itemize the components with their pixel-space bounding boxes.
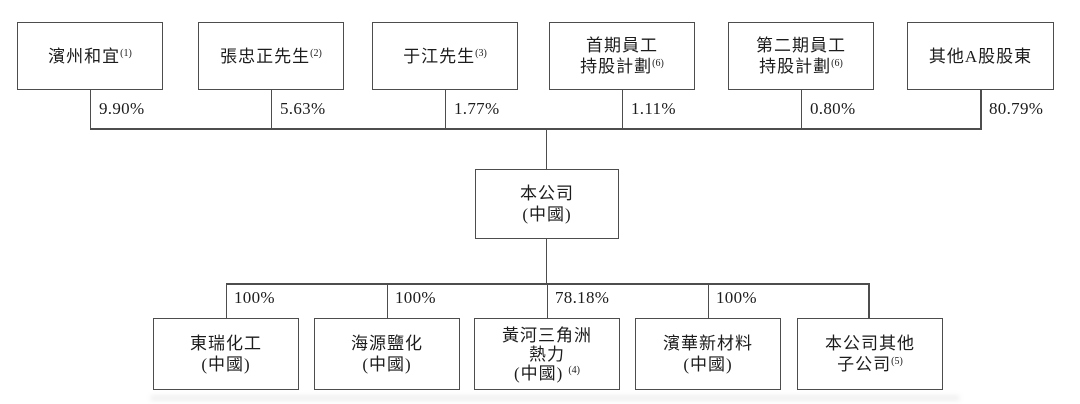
connector-line bbox=[868, 283, 870, 318]
connector-line bbox=[980, 90, 982, 128]
node-subsidiary-yellow-river-delta-thermal: 黃河三角洲 熱力 (中國)(4) bbox=[474, 318, 620, 390]
node-label: 持股計劃(6) bbox=[759, 57, 843, 76]
ownership-label: 80.79% bbox=[989, 99, 1044, 118]
node-location: (中國) bbox=[201, 355, 251, 374]
node-label: 張忠正先生(2) bbox=[220, 46, 322, 66]
node-label: 子公司(5) bbox=[837, 355, 903, 374]
node-label: 其他A股股東 bbox=[928, 46, 1033, 66]
node-label: 濱州和宜(1) bbox=[48, 46, 132, 66]
node-label: 濱華新材料 bbox=[663, 334, 753, 353]
ownership-label: 100% bbox=[716, 288, 757, 307]
connector-line bbox=[386, 283, 388, 318]
node-subsidiary-haiyuan-salt: 海源鹽化 (中國) bbox=[314, 318, 460, 390]
ownership-label: 1.77% bbox=[454, 99, 500, 118]
node-shareholder-other-a-share: 其他A股股東 bbox=[907, 22, 1054, 90]
footnote-ref: (5) bbox=[891, 356, 903, 367]
connector-line bbox=[707, 283, 709, 318]
node-label: 海源鹽化 bbox=[351, 334, 423, 353]
node-label: 黃河三角洲 bbox=[502, 325, 592, 345]
connector-line bbox=[546, 283, 548, 318]
node-location: (中國)(4) bbox=[514, 363, 580, 383]
scan-artifact bbox=[150, 395, 960, 401]
node-subsidiary-binhua-new-materials: 濱華新材料 (中國) bbox=[635, 318, 781, 390]
node-label: 東瑞化工 bbox=[190, 334, 262, 353]
node-shareholder-binzhou-heyi: 濱州和宜(1) bbox=[17, 22, 163, 90]
connector-line bbox=[621, 90, 623, 128]
footnote-ref: (6) bbox=[652, 58, 664, 69]
company-location: (中國) bbox=[522, 205, 572, 224]
node-location: (中國) bbox=[683, 355, 733, 374]
footnote-ref: (1) bbox=[120, 47, 132, 59]
node-shareholder-yu-jiang: 于江先生(3) bbox=[372, 22, 518, 90]
connector-line bbox=[89, 90, 91, 128]
node-label: 本公司其他 bbox=[825, 334, 915, 353]
node-subsidiary-dongrui-chemical: 東瑞化工 (中國) bbox=[153, 318, 299, 390]
connector-line bbox=[800, 90, 802, 128]
node-label: 熱力 bbox=[529, 344, 565, 364]
ownership-label: 5.63% bbox=[280, 99, 326, 118]
ownership-label: 100% bbox=[395, 288, 436, 307]
footnote-ref: (4) bbox=[568, 364, 580, 376]
node-shareholder-esop-2: 第二期員工 持股計劃(6) bbox=[728, 22, 874, 90]
node-label: 第二期員工 bbox=[756, 36, 846, 55]
footnote-ref: (3) bbox=[475, 47, 487, 59]
connector-line bbox=[270, 90, 272, 128]
footnote-ref: (6) bbox=[831, 58, 843, 69]
node-subsidiary-other-subsidiaries: 本公司其他 子公司(5) bbox=[797, 318, 943, 390]
node-label: 持股計劃(6) bbox=[580, 57, 664, 76]
ownership-label: 9.90% bbox=[99, 99, 145, 118]
company-name: 本公司 bbox=[520, 184, 574, 203]
connector-line bbox=[545, 239, 547, 283]
node-location: (中國) bbox=[362, 355, 412, 374]
ownership-label: 78.18% bbox=[555, 288, 610, 307]
node-label: 于江先生(3) bbox=[403, 46, 487, 66]
node-shareholder-zhang-zhongzheng: 張忠正先生(2) bbox=[198, 22, 344, 90]
node-company: 本公司 (中國) bbox=[475, 169, 619, 239]
node-label: 首期員工 bbox=[586, 36, 658, 55]
connector-line bbox=[225, 283, 227, 318]
connector-bus-top bbox=[89, 128, 982, 130]
connector-line bbox=[444, 90, 446, 128]
ownership-label: 0.80% bbox=[810, 99, 856, 118]
ownership-label: 100% bbox=[234, 288, 275, 307]
connector-line bbox=[545, 128, 547, 169]
ownership-label: 1.11% bbox=[631, 99, 676, 118]
footnote-ref: (2) bbox=[310, 47, 322, 59]
node-shareholder-esop-1: 首期員工 持股計劃(6) bbox=[549, 22, 695, 90]
